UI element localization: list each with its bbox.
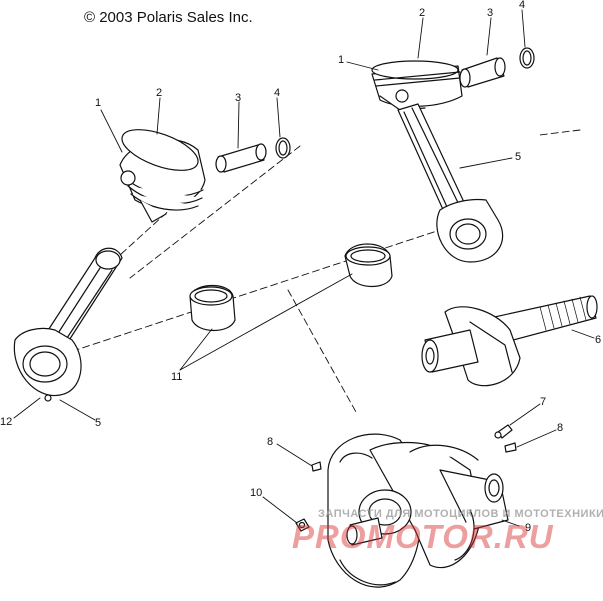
callout-10: 10 (250, 487, 263, 499)
watermark-tagline: ЗАПЧАСТИ ДЛЯ МОТОЦИКЛОВ И МОТОТЕХНИКИ (318, 508, 603, 520)
callout-4-right: 4 (519, 0, 526, 11)
fasteners (295, 424, 517, 532)
callout-3-right: 3 (487, 7, 494, 19)
right-wrist-pin (459, 57, 506, 88)
callout-2-left: 2 (156, 87, 163, 99)
callout-1-left: 1 (95, 97, 102, 109)
balance-shaft (421, 295, 598, 387)
callout-8-right: 8 (557, 422, 564, 434)
callout-1-right: 1 (338, 54, 345, 66)
callout-11: 11 (171, 371, 183, 383)
callout-7: 7 (540, 396, 547, 408)
left-piston (119, 129, 206, 223)
callout-12: 12 (0, 416, 13, 428)
callout-5-right: 5 (515, 151, 522, 163)
left-wrist-pin (215, 143, 267, 173)
callout-4-left: 4 (274, 87, 281, 99)
left-circlip (275, 137, 291, 159)
leader-lines (13, 9, 595, 527)
upper-bearing-shell (344, 243, 393, 288)
callout-2-right: 2 (419, 7, 426, 19)
watermark-site: PROMOTOR.RU (292, 518, 554, 555)
crankshaft (327, 433, 509, 588)
callout-5-left: 5 (95, 417, 102, 429)
left-connecting-rod (13, 247, 123, 402)
right-circlip (519, 47, 535, 69)
lower-bearing-shell (189, 285, 236, 332)
alignment-lines (69, 129, 581, 413)
callout-6: 6 (595, 334, 602, 346)
copyright-notice: © 2003 Polaris Sales Inc. (84, 9, 253, 26)
right-piston (371, 60, 463, 111)
right-connecting-rod (397, 103, 504, 263)
callout-9: 9 (525, 522, 532, 534)
callout-8-left: 8 (267, 436, 274, 448)
callout-3-left: 3 (235, 92, 242, 104)
